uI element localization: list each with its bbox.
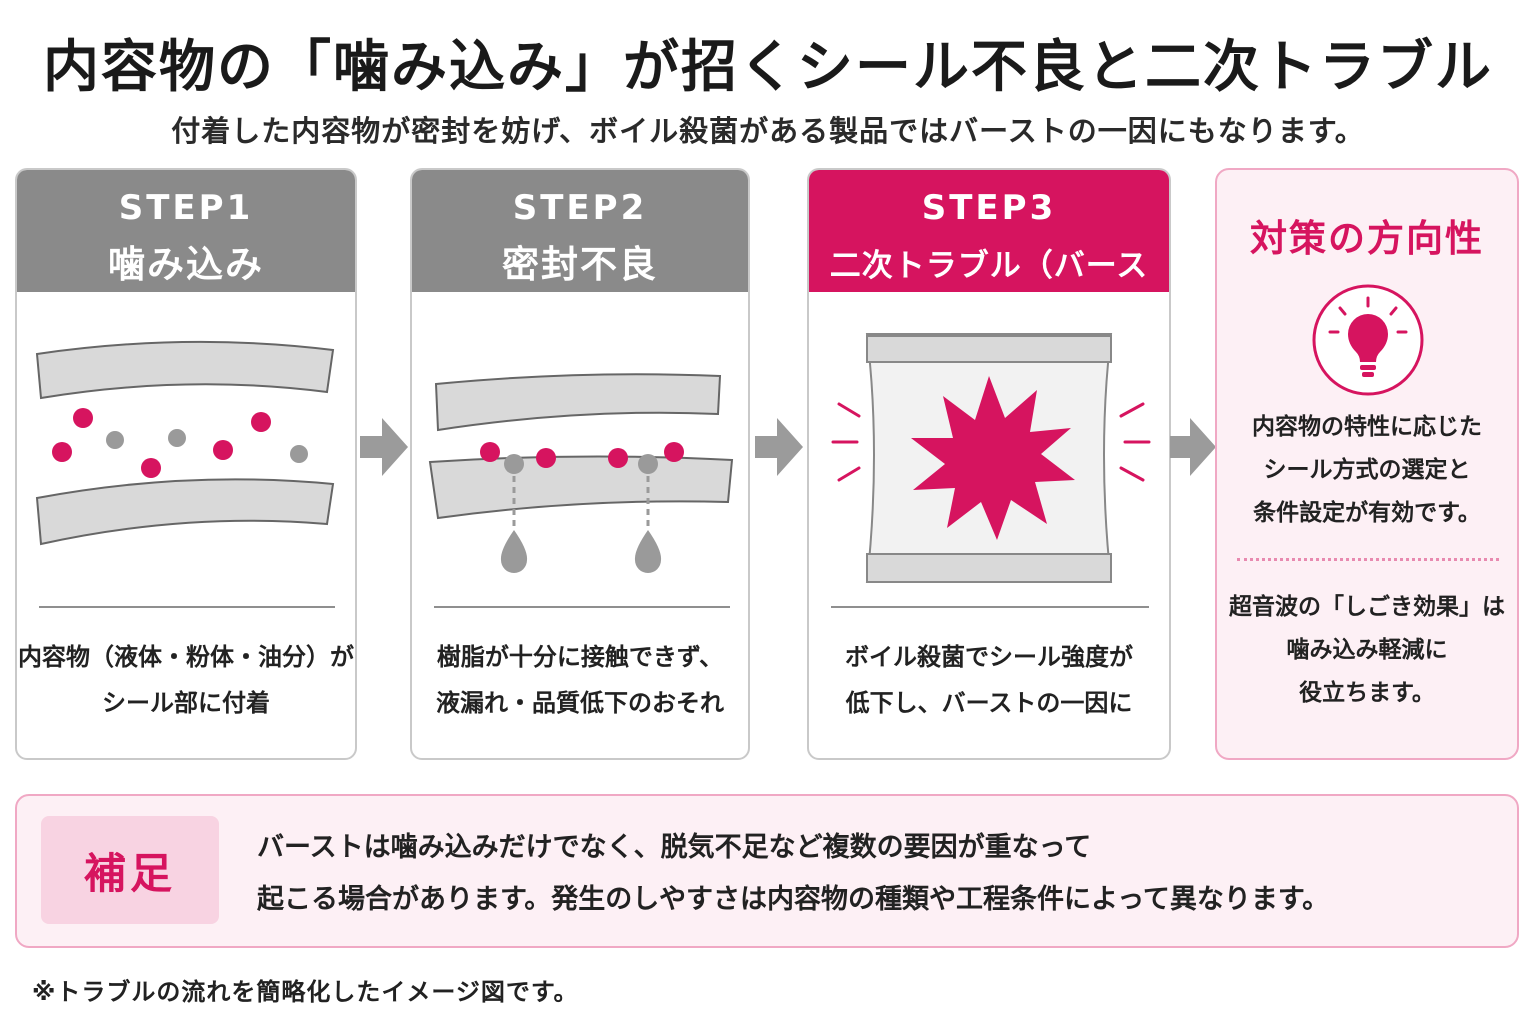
contaminant-particle — [168, 429, 186, 447]
arrow-right-icon — [755, 418, 803, 476]
policy-text-ultrasonic: 超音波の「しごき効果」は 噛み込み軽減に 役立ちます。 — [1217, 586, 1517, 715]
pouch-bottom-seal — [866, 553, 1112, 583]
step-2-text-line-1: 樹脂が十分に接触できず、 — [436, 643, 724, 671]
supplement-note: 補足 バーストは噛み込みだけでなく、脱気不足など複数の要因が重なって 起こる場合… — [15, 794, 1519, 948]
policy-text-main: 内容物の特性に応じた シール方式の選定と 条件設定が有効です。 — [1217, 406, 1517, 535]
step-1-label: STEP1 — [118, 188, 254, 228]
step-1-description: 内容物（液体・粉体・油分）が シール部に付着 — [17, 634, 355, 726]
step-3-title: 二次トラブル（バースト） — [829, 248, 1149, 329]
step-3-text-line-2: 低下し、バーストの一因に — [845, 689, 1133, 717]
step-2-text-line-2: 液漏れ・品質低下のおそれ — [436, 689, 724, 717]
contaminant-particle — [290, 445, 308, 463]
contaminant-particle — [52, 442, 72, 462]
step-card-3: STEP3 二次トラブル（バースト） ボイル殺菌でシール強度が 低下し、バースト… — [807, 168, 1171, 760]
supplement-text-line: バーストは噛み込みだけでなく、脱気不足など複数の要因が重なって — [257, 832, 1092, 863]
step-3-text-line-1: ボイル殺菌でシール強度が — [845, 643, 1133, 671]
contaminant-particle — [106, 431, 124, 449]
page-subtitle: 付着した内容物が密封を妨げ、ボイル殺菌がある製品ではバーストの一因にもなります。 — [171, 114, 1365, 148]
arrow-right-icon — [1170, 418, 1216, 476]
contaminant-particle — [213, 440, 233, 460]
step-3-divider — [831, 606, 1149, 608]
step-card-1: STEP1 噛み込み 内容物（液体・粉体・油分）が シール部に付着 — [15, 168, 357, 760]
step-3-description: ボイル殺菌でシール強度が 低下し、バーストの一因に — [809, 634, 1169, 726]
step-card-2: STEP2 密封不良 樹脂が十分に接触できず、 液漏れ・品質低下のおそれ — [410, 168, 750, 760]
step-1-text-line-1: 内容物（液体・粉体・油分）が — [18, 643, 354, 671]
policy-text-line: シール方式の選定と — [1263, 457, 1471, 483]
supplement-text: バーストは噛み込みだけでなく、脱気不足など複数の要因が重なって 起こる場合があり… — [257, 822, 1497, 926]
step-1-title: 噛み込み — [108, 243, 264, 286]
supplement-text-line: 起こる場合があります。発生のしやすさは内容物の種類や工程条件によって異なります。 — [257, 884, 1330, 915]
contaminant-particle — [141, 458, 161, 478]
bursting-pouch-illustration — [831, 333, 1151, 583]
leak-drop-icon — [500, 530, 528, 573]
particles-between-films-illustration — [35, 340, 335, 546]
leak-drop-icon — [634, 530, 662, 573]
policy-text-line: 条件設定が有効です。 — [1253, 500, 1481, 526]
leaking-seal-illustration — [428, 373, 734, 573]
upper-film — [35, 340, 335, 400]
step-2-description: 樹脂が十分に接触できず、 液漏れ・品質低下のおそれ — [412, 634, 748, 726]
step-1-header: STEP1 噛み込み — [17, 170, 355, 292]
contaminant-particle — [504, 454, 524, 474]
arrow-right-icon — [360, 418, 408, 476]
page-title: 内容物の「噛み込み」が招くシール不良と二次トラブル — [43, 35, 1493, 100]
pouch-top-seal — [866, 335, 1112, 363]
policy-text-line: 噛み込み軽減に — [1286, 637, 1448, 663]
step-2-header: STEP2 密封不良 — [412, 170, 748, 292]
footnote: ※トラブルの流れを簡略化したイメージ図です。 — [32, 978, 579, 1006]
upper-film — [434, 373, 722, 432]
contaminant-particle — [73, 408, 93, 428]
burst-star-icon — [911, 376, 1075, 540]
policy-title: 対策の方向性 — [1250, 217, 1484, 260]
dotted-divider — [1237, 558, 1499, 561]
step-2-label: STEP2 — [512, 188, 648, 228]
step-1-text-line-2: シール部に付着 — [102, 689, 270, 717]
lower-film — [35, 478, 335, 546]
contaminant-particle — [480, 442, 500, 462]
lower-film — [428, 455, 734, 520]
step-3-label: STEP3 — [921, 188, 1057, 228]
policy-text-line: 内容物の特性に応じた — [1252, 414, 1482, 440]
burst-lines-icon — [831, 402, 1151, 482]
supplement-badge: 補足 — [41, 816, 219, 924]
step-3-header: STEP3 二次トラブル（バースト） — [809, 170, 1169, 329]
policy-text-line: 役立ちます。 — [1299, 680, 1435, 706]
step-2-title: 密封不良 — [502, 243, 658, 286]
policy-text-line: 超音波の「しごき効果」は — [1229, 594, 1505, 620]
contaminant-particle — [608, 448, 628, 468]
step-2-divider — [434, 606, 730, 608]
contaminant-particle — [638, 454, 658, 474]
lightbulb-icon — [1312, 284, 1424, 396]
contaminant-particle — [664, 442, 684, 462]
contaminant-particle — [536, 448, 556, 468]
contaminant-particle — [251, 412, 271, 432]
step-1-divider — [39, 606, 335, 608]
countermeasure-panel: 対策の方向性 内容物の特性に応じた シール方式の選定と 条件設定が有効です。 超… — [1215, 168, 1519, 760]
